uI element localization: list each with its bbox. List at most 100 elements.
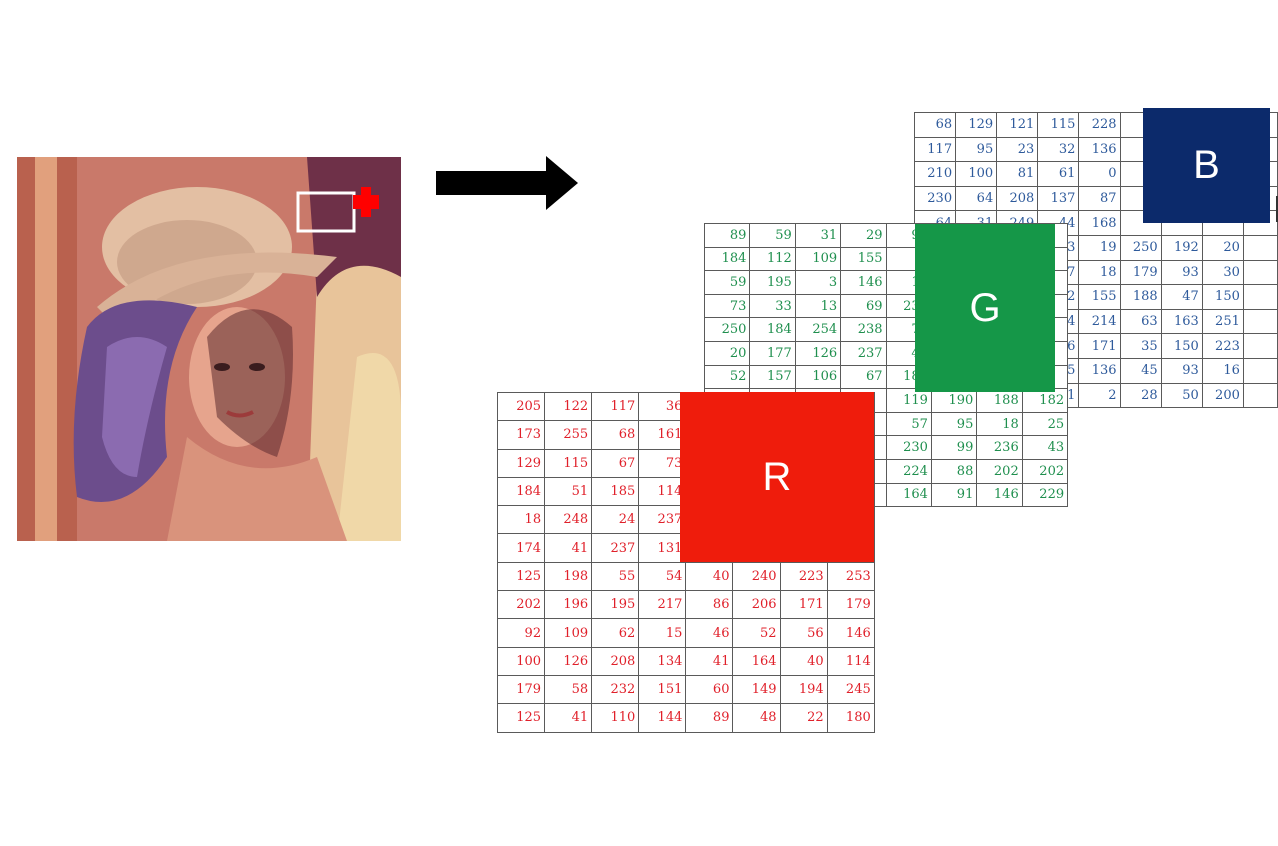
grid-cell: 155 [840, 246, 887, 272]
grid-cell: 195 [749, 270, 796, 295]
grid-cell: 114 [638, 476, 687, 507]
portrait-photo [17, 157, 401, 541]
grid-cell: 161 [638, 420, 687, 450]
grid-cell: 155 [1078, 284, 1121, 310]
grid-cell: 51 [544, 476, 593, 507]
grid-cell [1242, 382, 1278, 409]
grid-cell: 129 [955, 112, 998, 138]
grid-cell: 0 [1078, 161, 1121, 187]
grid-cell: 59 [703, 270, 751, 295]
grid-cell: 40 [685, 561, 734, 592]
grid-cell: 73 [703, 293, 751, 319]
grid-cell: 20 [703, 340, 751, 366]
grid-cell: 164 [732, 646, 781, 676]
grid-cell: 15 [638, 618, 687, 648]
grid-cell: 136 [1078, 357, 1121, 384]
grid-cell: 122 [544, 391, 593, 422]
grid-cell: 179 [496, 674, 546, 705]
grid-cell: 206 [732, 590, 781, 620]
edge-mark [1276, 196, 1278, 222]
grid-cell: 150 [1201, 284, 1244, 310]
grid-cell: 115 [544, 448, 593, 478]
right-arrow-icon [436, 156, 580, 217]
grid-row: 73331369239 [703, 293, 1069, 319]
grid-cell: 195 [591, 590, 640, 620]
grid-cell: 109 [794, 246, 842, 272]
grid-cell: 149 [732, 674, 781, 705]
grid-cell: 47 [1160, 284, 1203, 310]
grid-cell: 18 [976, 411, 1023, 437]
grid-cell: 188 [976, 388, 1023, 413]
grid-cell: 59 [749, 223, 796, 248]
grid-cell: 3 [794, 270, 842, 295]
grid-cell [1242, 234, 1278, 261]
grid-cell: 192 [1160, 234, 1203, 261]
grid-cell: 248 [544, 505, 593, 535]
grid-cell: 184 [749, 317, 796, 342]
grid-cell: 125 [496, 703, 546, 733]
grid-cell: 45 [1119, 357, 1162, 384]
grid-cell: 95 [955, 136, 998, 163]
grid-cell: 73 [638, 448, 687, 478]
grid-cell: 134 [638, 646, 687, 676]
grid-cell: 126 [794, 340, 842, 366]
grid-cell: 202 [496, 590, 546, 620]
grid-cell: 223 [779, 561, 828, 592]
grid-cell: 67 [591, 448, 640, 478]
grid-cell: 146 [826, 618, 875, 648]
grid-cell: 20 [1201, 234, 1244, 261]
grid-cell: 255 [544, 420, 593, 450]
grid-cell: 131 [638, 533, 687, 563]
grid-cell: 251 [1201, 308, 1244, 335]
grid-cell: 112 [749, 246, 796, 272]
grid-cell: 125 [496, 561, 546, 592]
grid-cell: 144 [638, 703, 687, 733]
grid-cell: 163 [1160, 308, 1203, 335]
grid-cell: 29 [840, 223, 887, 248]
grid-cell: 43 [1021, 435, 1069, 460]
grid-cell [1242, 357, 1278, 384]
grid-cell: 30 [1201, 259, 1244, 286]
grid-cell: 194 [779, 674, 828, 705]
grid-cell: 190 [930, 388, 978, 413]
grid-cell: 202 [976, 458, 1023, 484]
grid-cell: 41 [544, 703, 593, 733]
grid-cell: 115 [1037, 112, 1080, 138]
grid-cell: 208 [996, 185, 1039, 212]
grid-cell: 100 [955, 161, 998, 187]
grid-cell: 86 [685, 590, 734, 620]
grid-cell: 253 [826, 561, 875, 592]
grid-cell: 171 [779, 590, 828, 620]
grid-cell: 136 [1078, 136, 1121, 163]
grid-cell: 54 [638, 561, 687, 592]
grid-cell: 25 [1021, 411, 1069, 437]
grid-cell: 117 [591, 391, 640, 422]
grid-cell: 61 [1037, 161, 1080, 187]
grid-cell: 2 [1078, 382, 1121, 409]
grid-cell: 245 [826, 674, 875, 705]
grid-cell: 146 [840, 270, 887, 295]
grid-cell: 89 [703, 223, 751, 248]
grid-cell: 69 [840, 293, 887, 319]
grid-cell: 237 [591, 533, 640, 563]
grid-cell [1242, 308, 1278, 335]
grid-cell: 18 [1078, 259, 1121, 286]
grid-cell: 57 [885, 411, 932, 437]
grid-cell: 185 [591, 476, 640, 507]
grid-cell: 19 [1078, 234, 1121, 261]
grid-cell: 196 [544, 590, 593, 620]
grid-cell [1242, 259, 1278, 286]
grid-cell: 46 [685, 618, 734, 648]
grid-cell: 114 [826, 646, 875, 676]
grid-cell: 22 [779, 703, 828, 733]
grid-cell: 205 [496, 391, 546, 422]
grid-cell: 36 [638, 391, 687, 422]
grid-cell: 31 [794, 223, 842, 248]
grid-cell: 198 [544, 561, 593, 592]
